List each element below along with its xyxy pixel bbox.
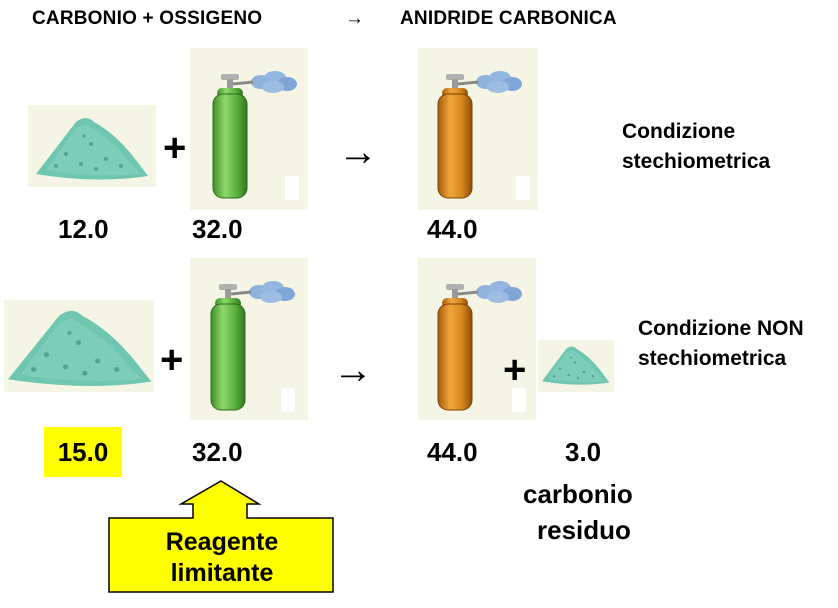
header-product: ANIDRIDE CARBONICA [400,8,617,29]
residue-carbon-pile-icon [542,346,610,385]
condition-stoichiometric-line2: stechiometrica [622,150,771,173]
carbon-pile-large-icon [8,310,152,386]
callout-line1: Reagente [165,528,279,556]
plus-sign: + [160,338,184,382]
header-arrow: → [345,8,365,29]
reaction-arrow: → [338,130,378,174]
row1-product-mass: 44.0 [427,214,478,244]
row2-product-mass: 44.0 [427,437,478,467]
condition-stoichiometric-line1: Condizione [622,120,736,143]
row2-residue-mass: 3.0 [565,437,602,467]
header-reactants: CARBONIO + OSSIGENO [32,8,263,29]
plus-sign: + [503,348,527,392]
condition-non-stoichiometric-line1: Condizione NON [638,317,804,340]
carbon-pile-icon [36,118,148,180]
row1-carbon-mass: 12.0 [58,214,109,244]
co2-cylinder-icon [437,71,530,200]
row2-carbon-mass-highlighted: 15.0 [44,427,122,477]
limiting-reagent-callout [108,480,334,593]
oxygen-cylinder-icon [210,281,295,412]
reaction-arrow: → [333,348,373,392]
callout-line2: limitante [170,559,274,587]
row2-oxygen-mass: 32.0 [192,437,243,467]
co2-cylinder-icon [437,281,526,412]
residue-label-line1: carbonio [523,479,633,509]
row1-oxygen-mass: 32.0 [192,214,243,244]
condition-non-stoichiometric-line2: stechiometrica [638,347,787,370]
plus-sign: + [163,126,187,170]
oxygen-cylinder-icon [212,71,299,200]
residue-label-line2: residuo [537,515,631,545]
